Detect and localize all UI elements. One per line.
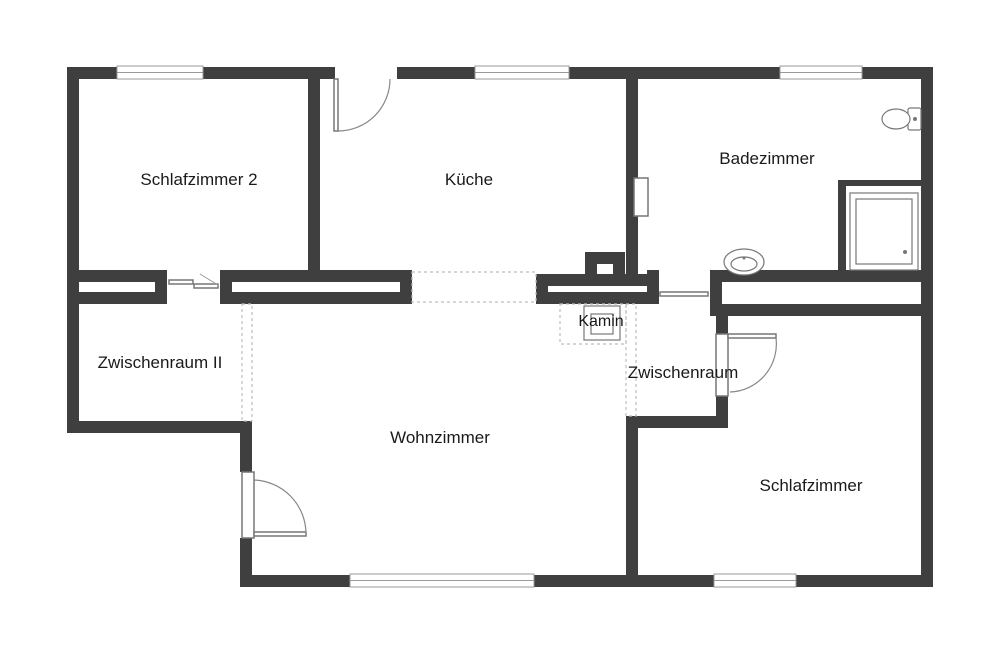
window-wohnzimmer xyxy=(349,573,535,588)
label-zwischenraum: Zwischenraum xyxy=(628,363,739,382)
wall-shower-left xyxy=(838,180,846,275)
wall-band-kamin-d xyxy=(647,270,659,304)
wall-right xyxy=(921,67,933,587)
wall-shower-top xyxy=(838,180,926,186)
windows xyxy=(116,65,863,588)
wall-band-kamin-c xyxy=(536,274,548,304)
door-sliding-sz2 xyxy=(167,272,220,302)
door-kueche xyxy=(333,66,397,132)
wall-band-kamin-b xyxy=(536,292,659,304)
wall-zwischenraum-bottom xyxy=(626,416,728,428)
label-kamin: Kamin xyxy=(578,313,623,330)
wall-zwischenraum-right xyxy=(716,304,728,334)
window-schlafzimmer xyxy=(713,573,797,588)
label-schlafzimmer-2: Schlafzimmer 2 xyxy=(140,170,257,189)
wall-zwischenraum2-bottom xyxy=(67,421,252,433)
sink-icon xyxy=(723,248,765,276)
wall-band-left-a xyxy=(67,270,167,282)
label-kueche: Küche xyxy=(445,170,493,189)
window-kueche xyxy=(474,65,570,80)
label-schlafzimmer: Schlafzimmer xyxy=(760,476,863,495)
opening-wohnzimmer-zwischenraum xyxy=(625,303,637,417)
wall-left xyxy=(67,67,79,433)
wall-band-left-b xyxy=(67,292,167,304)
room-labels: Schlafzimmer 2 Küche Badezimmer Zwischen… xyxy=(98,149,863,495)
opening-zwischenraum2-wohnzimmer xyxy=(241,303,253,422)
fixtures xyxy=(583,107,922,341)
wall-band-mid-b xyxy=(220,292,412,304)
wall-band-right-a xyxy=(710,270,933,282)
fireplace-icon xyxy=(583,305,621,341)
window-sz2 xyxy=(116,65,204,80)
wall-kueche-bad xyxy=(626,67,638,279)
wall-band-kamin-a xyxy=(536,274,659,286)
walls xyxy=(67,67,933,587)
label-zwischenraum-2: Zwischenraum II xyxy=(98,353,223,372)
wall-band-mid-c xyxy=(220,270,232,304)
toilet-icon xyxy=(881,107,922,131)
door-wohnzimmer xyxy=(240,471,307,539)
opening-kamin-area xyxy=(559,303,627,345)
shower-icon xyxy=(849,192,919,271)
opening-kueche-wohnzimmer xyxy=(411,271,537,303)
doors xyxy=(167,66,777,539)
door-schlafzimmer xyxy=(715,333,777,397)
wall-band-mid-d xyxy=(400,270,412,304)
wall-wohn-schlaf xyxy=(626,416,638,587)
label-wohnzimmer: Wohnzimmer xyxy=(390,428,490,447)
wall-band-left-c xyxy=(155,270,167,304)
wall-band-right-b xyxy=(710,304,933,316)
wall-bottom xyxy=(240,575,933,587)
door-sliding-bad xyxy=(659,280,710,302)
wall-sz2-kueche xyxy=(308,67,320,277)
wall-band-mid-a xyxy=(220,270,412,282)
label-badezimmer: Badezimmer xyxy=(719,149,815,168)
window-bad xyxy=(779,65,863,80)
door-bad-side xyxy=(633,177,649,217)
openings xyxy=(241,271,637,422)
